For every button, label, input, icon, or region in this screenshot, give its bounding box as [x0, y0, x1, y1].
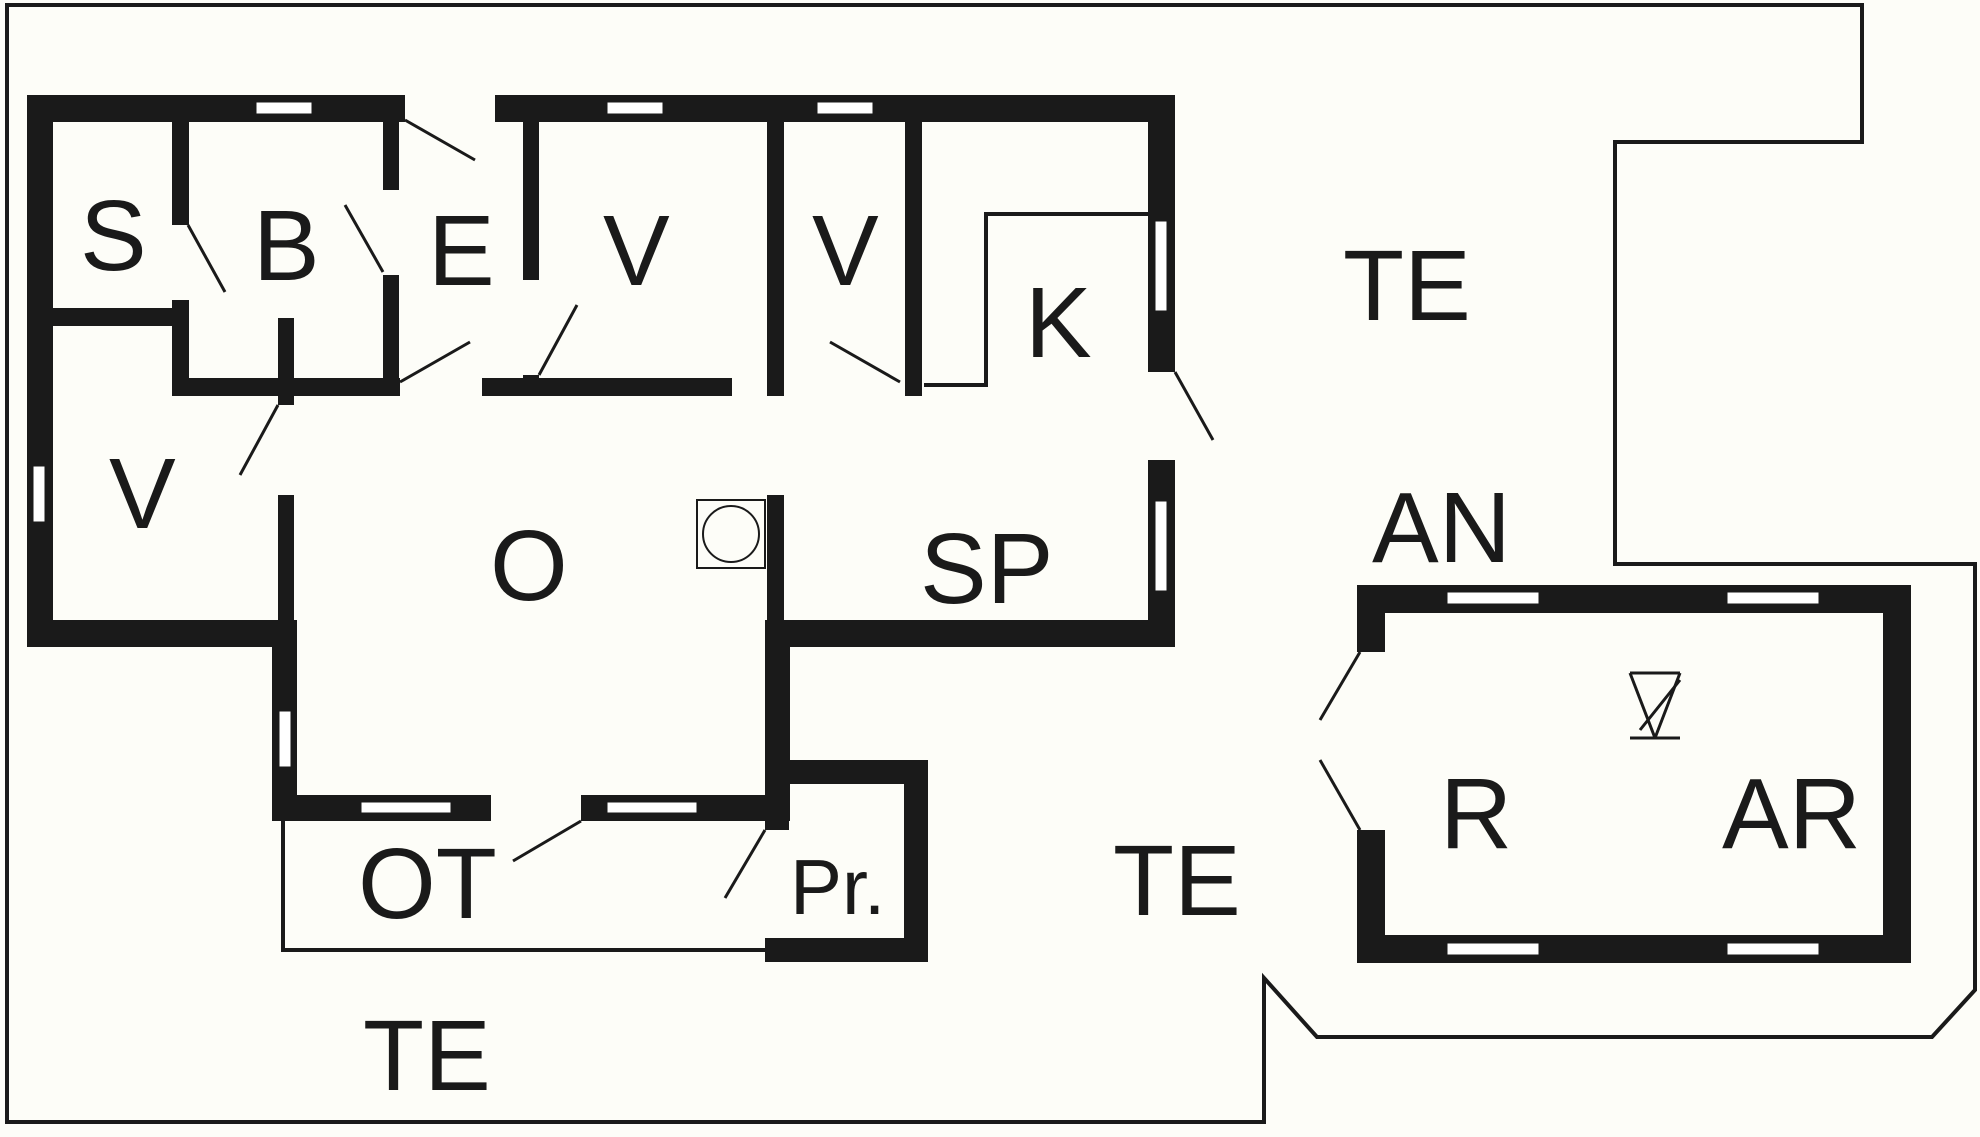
room-label-v1: V: [603, 195, 670, 307]
room-label-ar: AR: [1722, 758, 1861, 870]
room-label-r: R: [1440, 758, 1512, 870]
room-label-v3: V: [109, 438, 176, 550]
room-label-v2: V: [812, 195, 879, 307]
area-label-an: AN: [1372, 472, 1511, 584]
area-label-te-bottom: TE: [363, 1000, 491, 1112]
room-label-k: K: [1025, 267, 1092, 379]
plot-boundary: [5, 3, 1977, 1124]
room-label-o: O: [490, 510, 568, 622]
storage-pr: [723, 760, 928, 962]
main-house: [27, 95, 1215, 863]
room-label-sp: SP: [920, 513, 1053, 625]
porch-ot: [281, 821, 765, 952]
room-label-b: B: [253, 190, 320, 302]
room-label-ot: OT: [358, 828, 497, 940]
room-label-s: S: [80, 180, 147, 292]
shower-icon: [1628, 671, 1682, 740]
area-label-te-mid: TE: [1113, 825, 1241, 937]
sauna-building: [1318, 585, 1911, 963]
room-label-e: E: [428, 195, 495, 307]
stove-icon: [696, 499, 766, 569]
room-label-pr: Pr.: [790, 843, 885, 931]
area-label-te-top: TE: [1343, 230, 1471, 342]
